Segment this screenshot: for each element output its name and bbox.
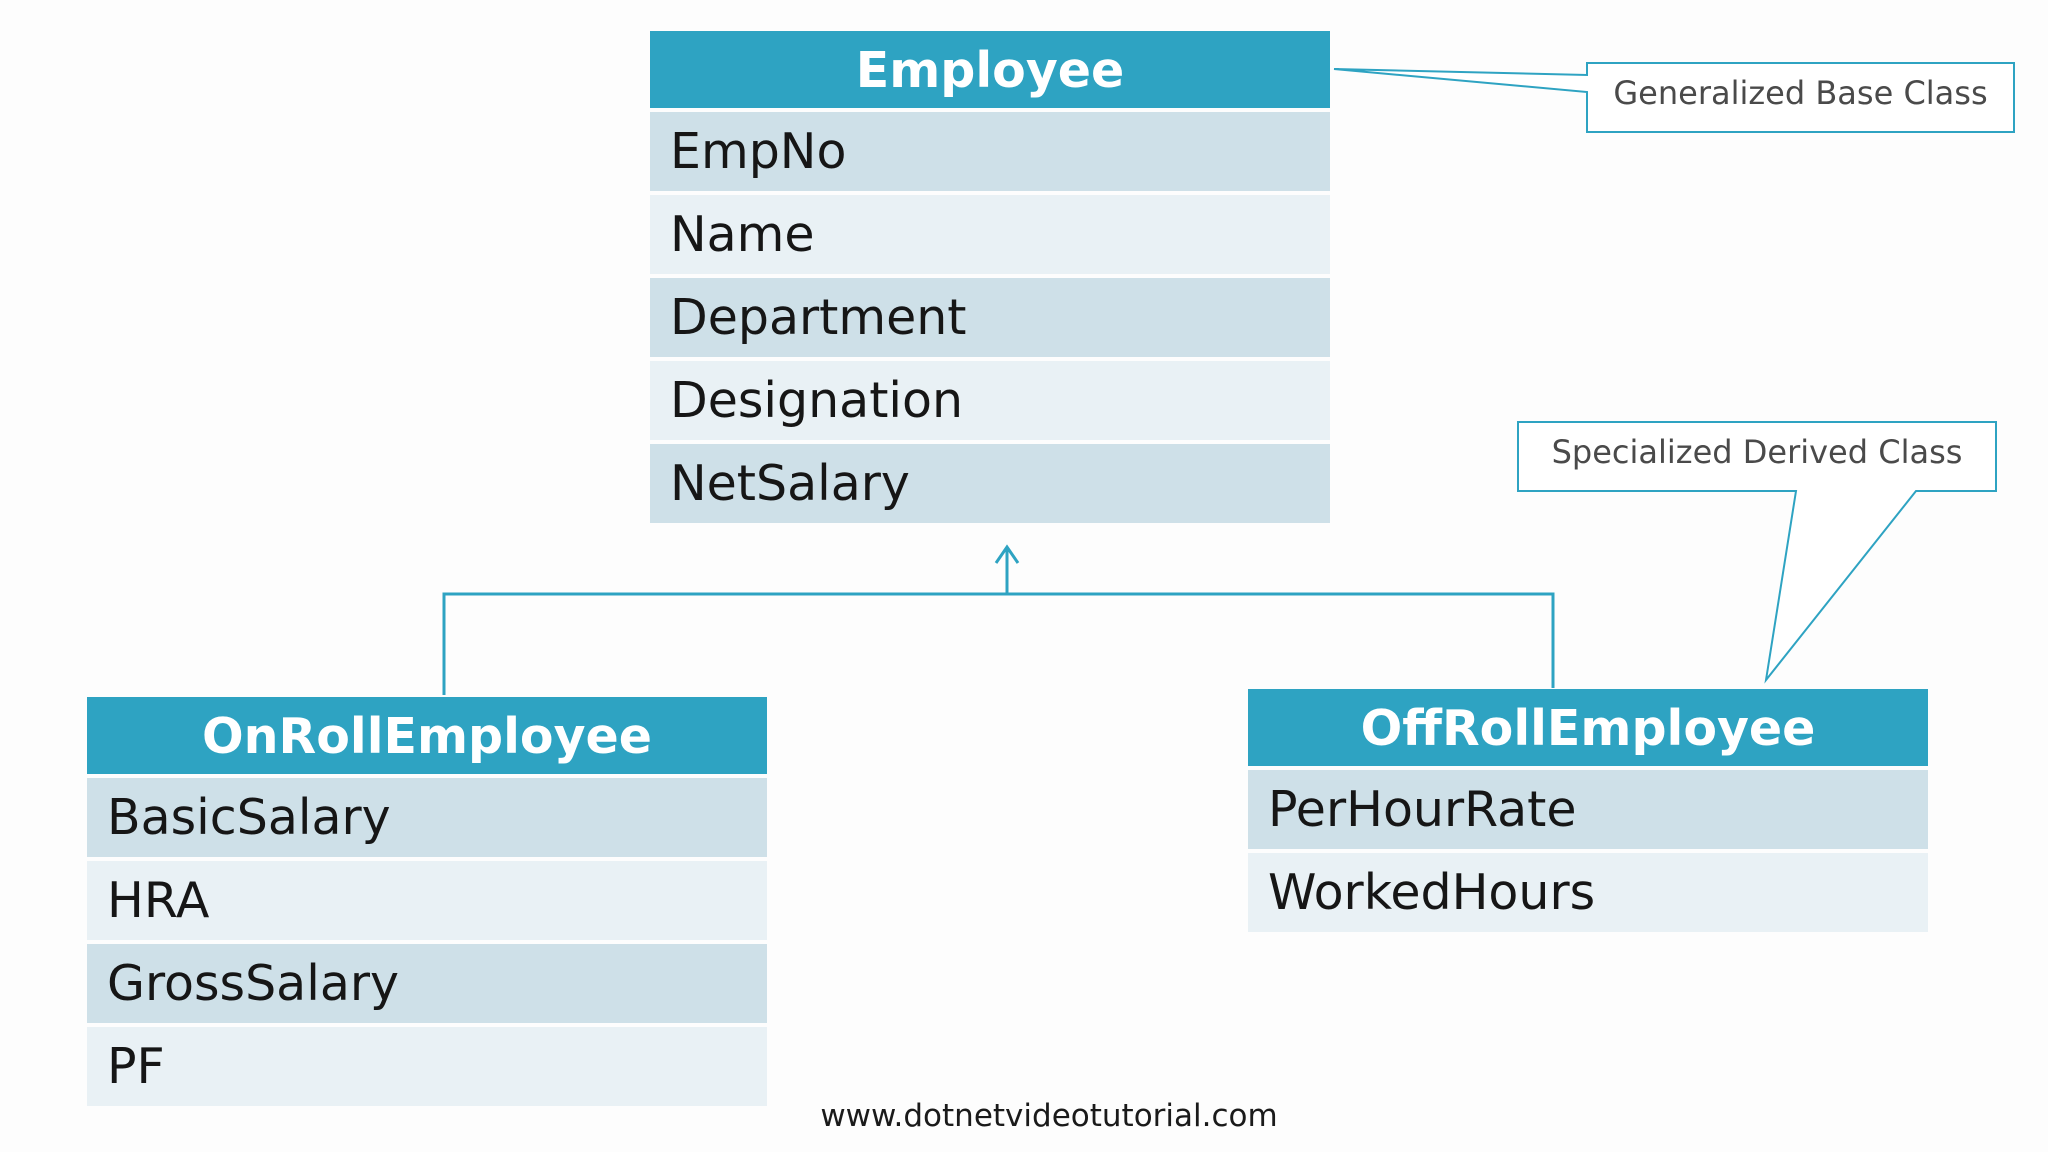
callout-derived-label: Specialized Derived Class — [1551, 433, 1963, 471]
field-workedhours: WorkedHours — [1248, 853, 1928, 932]
field-designation: Designation — [650, 361, 1330, 440]
onroll-employee-class: OnRollEmployee BasicSalary HRA GrossSala… — [87, 697, 767, 1106]
inheritance-line-left — [442, 592, 1555, 695]
field-basicsalary: BasicSalary — [87, 778, 767, 857]
field-department: Department — [650, 278, 1330, 357]
field-empno: EmpNo — [650, 112, 1330, 191]
employee-class-header: Employee — [650, 31, 1330, 108]
field-name: Name — [650, 195, 1330, 274]
field-hra: HRA — [87, 861, 767, 940]
field-grosssalary: GrossSalary — [87, 944, 767, 1023]
callout-base-shape — [1333, 62, 2015, 133]
offroll-employee-class-header: OffRollEmployee — [1248, 689, 1928, 766]
footer-url: www.dotnetvideotutorial.com — [820, 1098, 1278, 1134]
field-netsalary: NetSalary — [650, 444, 1330, 523]
inheritance-arrowhead — [994, 544, 1020, 564]
field-pf: PF — [87, 1027, 767, 1106]
field-perhourrate: PerHourRate — [1248, 770, 1928, 849]
offroll-employee-class: OffRollEmployee PerHourRate WorkedHours — [1248, 689, 1928, 932]
employee-class: Employee EmpNo Name Department Designati… — [650, 31, 1330, 523]
callout-derived-shape — [1517, 421, 1997, 684]
callout-base-label: Generalized Base Class — [1613, 74, 1988, 112]
onroll-employee-class-header: OnRollEmployee — [87, 697, 767, 774]
